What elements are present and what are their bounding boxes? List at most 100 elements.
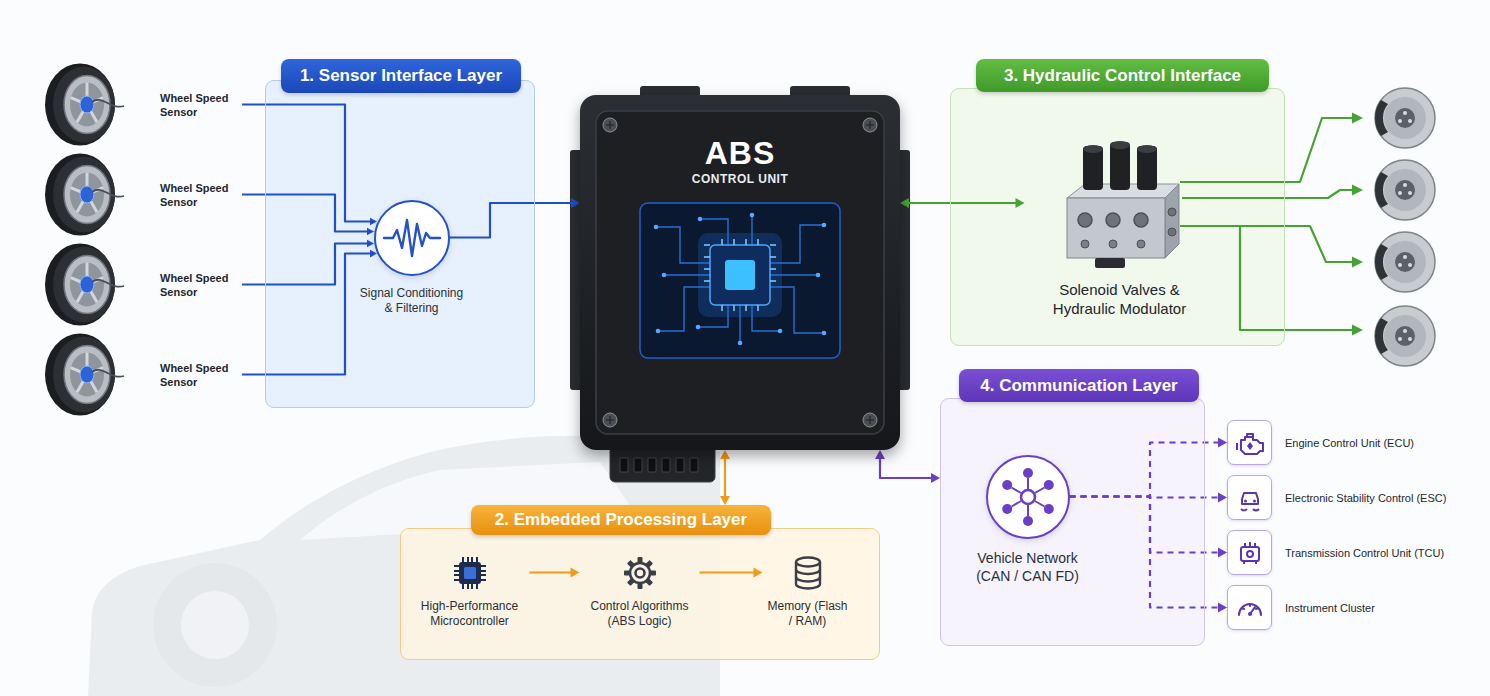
hydraulic-lines-part xyxy=(1240,226,1354,330)
network-icon-part xyxy=(1034,501,1044,507)
tcu-icon xyxy=(1235,538,1265,568)
arrowhead xyxy=(367,228,374,236)
connector-line xyxy=(1070,497,1220,553)
icon-box xyxy=(1227,585,1272,630)
car-silhouette-part xyxy=(181,591,249,659)
brake-disc-part xyxy=(1398,119,1402,123)
circuit-illustration-part-part xyxy=(745,239,747,245)
brake-disc-part xyxy=(1408,191,1412,195)
panel-fill xyxy=(265,80,535,408)
network-icon-part xyxy=(1023,468,1033,478)
arrowhead xyxy=(1218,438,1227,448)
network-icon-part xyxy=(1043,480,1053,490)
arrowhead xyxy=(754,568,763,578)
engine-icon-part xyxy=(1247,442,1253,450)
brake-disc-part xyxy=(1395,108,1415,128)
brake-disc-part xyxy=(1408,263,1412,267)
circuit-illustration-part xyxy=(656,215,824,343)
wheel-illustration-part xyxy=(45,64,115,146)
wheel-illustration-part xyxy=(45,154,115,236)
network-ecu: Engine Control Unit (ECU) xyxy=(1227,420,1416,465)
modulator-illustration-part xyxy=(1081,240,1089,248)
wheel-illustration-part xyxy=(70,173,104,217)
db-icon-part-part xyxy=(796,562,820,589)
layer-tab: 2. Embedded Processing Layer xyxy=(471,505,771,535)
engine-icon-part-part xyxy=(1241,437,1263,454)
circuit-illustration-part xyxy=(778,329,783,334)
circuit-illustration-part xyxy=(603,413,617,427)
modulator-label: Solenoid Valves & Hydraulic Modulator xyxy=(1030,280,1210,318)
modulator-illustration-part xyxy=(1137,146,1157,190)
brake-disc-part xyxy=(1403,183,1407,187)
modulator-illustration xyxy=(1055,140,1185,275)
layer-panel: 1. Sensor Interface LayerSignal Conditio… xyxy=(265,80,535,408)
network-icon xyxy=(988,457,1068,537)
modulator-illustration-part xyxy=(1110,141,1130,149)
circle-caption: Signal Conditioning & Filtering xyxy=(355,286,469,316)
brake-disc-part xyxy=(1375,88,1435,148)
wheel-illustration-part xyxy=(70,83,104,127)
layer-panel: 4. Communication LayerVehicle Network (C… xyxy=(940,398,1205,646)
sensor-label: Wheel Speed Sensor xyxy=(160,91,240,119)
network-icon-part xyxy=(1043,504,1053,514)
waveform-icon-part xyxy=(384,220,440,256)
modulator-illustration-part xyxy=(1137,145,1157,153)
hydraulic-arrowheads-part xyxy=(1352,113,1363,124)
chip-icon-part xyxy=(464,567,476,579)
esc-icon xyxy=(1235,483,1265,513)
sensor-label: Wheel Speed Sensor xyxy=(160,181,240,209)
wheel-illustration-part xyxy=(45,244,115,326)
hydraulic-modulator: Solenoid Valves & Hydraulic Modulator xyxy=(1025,140,1215,318)
layer-panel: 3. Hydraulic Control InterfaceSolenoid V… xyxy=(950,88,1285,346)
abs-title: ABS xyxy=(580,135,900,171)
modulator-illustration-part xyxy=(1095,258,1125,268)
connector xyxy=(1070,497,1228,558)
item-label: Memory (Flash / RAM) xyxy=(767,599,849,629)
item-label: High-Performance Microcontroller xyxy=(414,599,526,629)
arrowhead xyxy=(875,450,885,459)
network-icon-part xyxy=(1002,480,1012,490)
db-icon xyxy=(788,553,828,593)
sensor-label: Wheel Speed Sensor xyxy=(160,271,240,299)
brake-disc-part xyxy=(1375,232,1435,292)
circuit-illustration-part xyxy=(654,225,659,230)
panel-fill xyxy=(940,398,1205,646)
wheel-illustration-part xyxy=(80,276,94,293)
circuit-illustration-part xyxy=(696,325,701,330)
brake-disc xyxy=(1375,306,1435,366)
modulator-illustration-part xyxy=(1106,213,1120,227)
circuit-illustration-part xyxy=(662,273,667,278)
processing-item: Memory (Flash / RAM) xyxy=(763,553,853,629)
network-icon-part xyxy=(1027,505,1029,516)
gauge-icon-part-part xyxy=(1242,604,1258,609)
wheel-illustration xyxy=(40,62,125,147)
brake-disc-part xyxy=(1395,326,1415,346)
arrowhead xyxy=(571,198,580,208)
circuit-illustration-part xyxy=(698,217,703,222)
connector-line xyxy=(242,105,371,222)
circle-caption: Vehicle Network (CAN / CAN FD) xyxy=(969,549,1087,585)
brake-disc-part xyxy=(1375,172,1388,208)
wheel-illustration-part xyxy=(64,166,110,224)
tcu-icon-part-part xyxy=(1241,547,1259,561)
connector-line xyxy=(530,571,573,573)
wheel-illustration-part xyxy=(45,334,115,416)
circuit-illustration-part xyxy=(704,239,776,311)
brake-disc-part xyxy=(1403,111,1407,115)
circuit-illustration-part xyxy=(866,416,874,424)
gauge-icon xyxy=(1235,593,1265,623)
wheel-illustration-part xyxy=(64,346,110,404)
network-icon-part xyxy=(1002,504,1012,514)
connector xyxy=(530,568,580,578)
arrowhead xyxy=(900,198,909,208)
brake-disc-part xyxy=(1384,169,1426,211)
circuit-illustration-part xyxy=(698,233,782,317)
circuit-illustration-part-part xyxy=(770,268,776,270)
modulator-illustration-part xyxy=(1165,184,1179,258)
hydraulic-lines xyxy=(1180,118,1354,330)
network-ecu: Transmission Control Unit (TCU) xyxy=(1227,530,1447,575)
wheel-illustration-part xyxy=(70,263,104,307)
wheel-illustration-part xyxy=(92,370,124,377)
circuit-illustration-part-part xyxy=(704,256,710,258)
